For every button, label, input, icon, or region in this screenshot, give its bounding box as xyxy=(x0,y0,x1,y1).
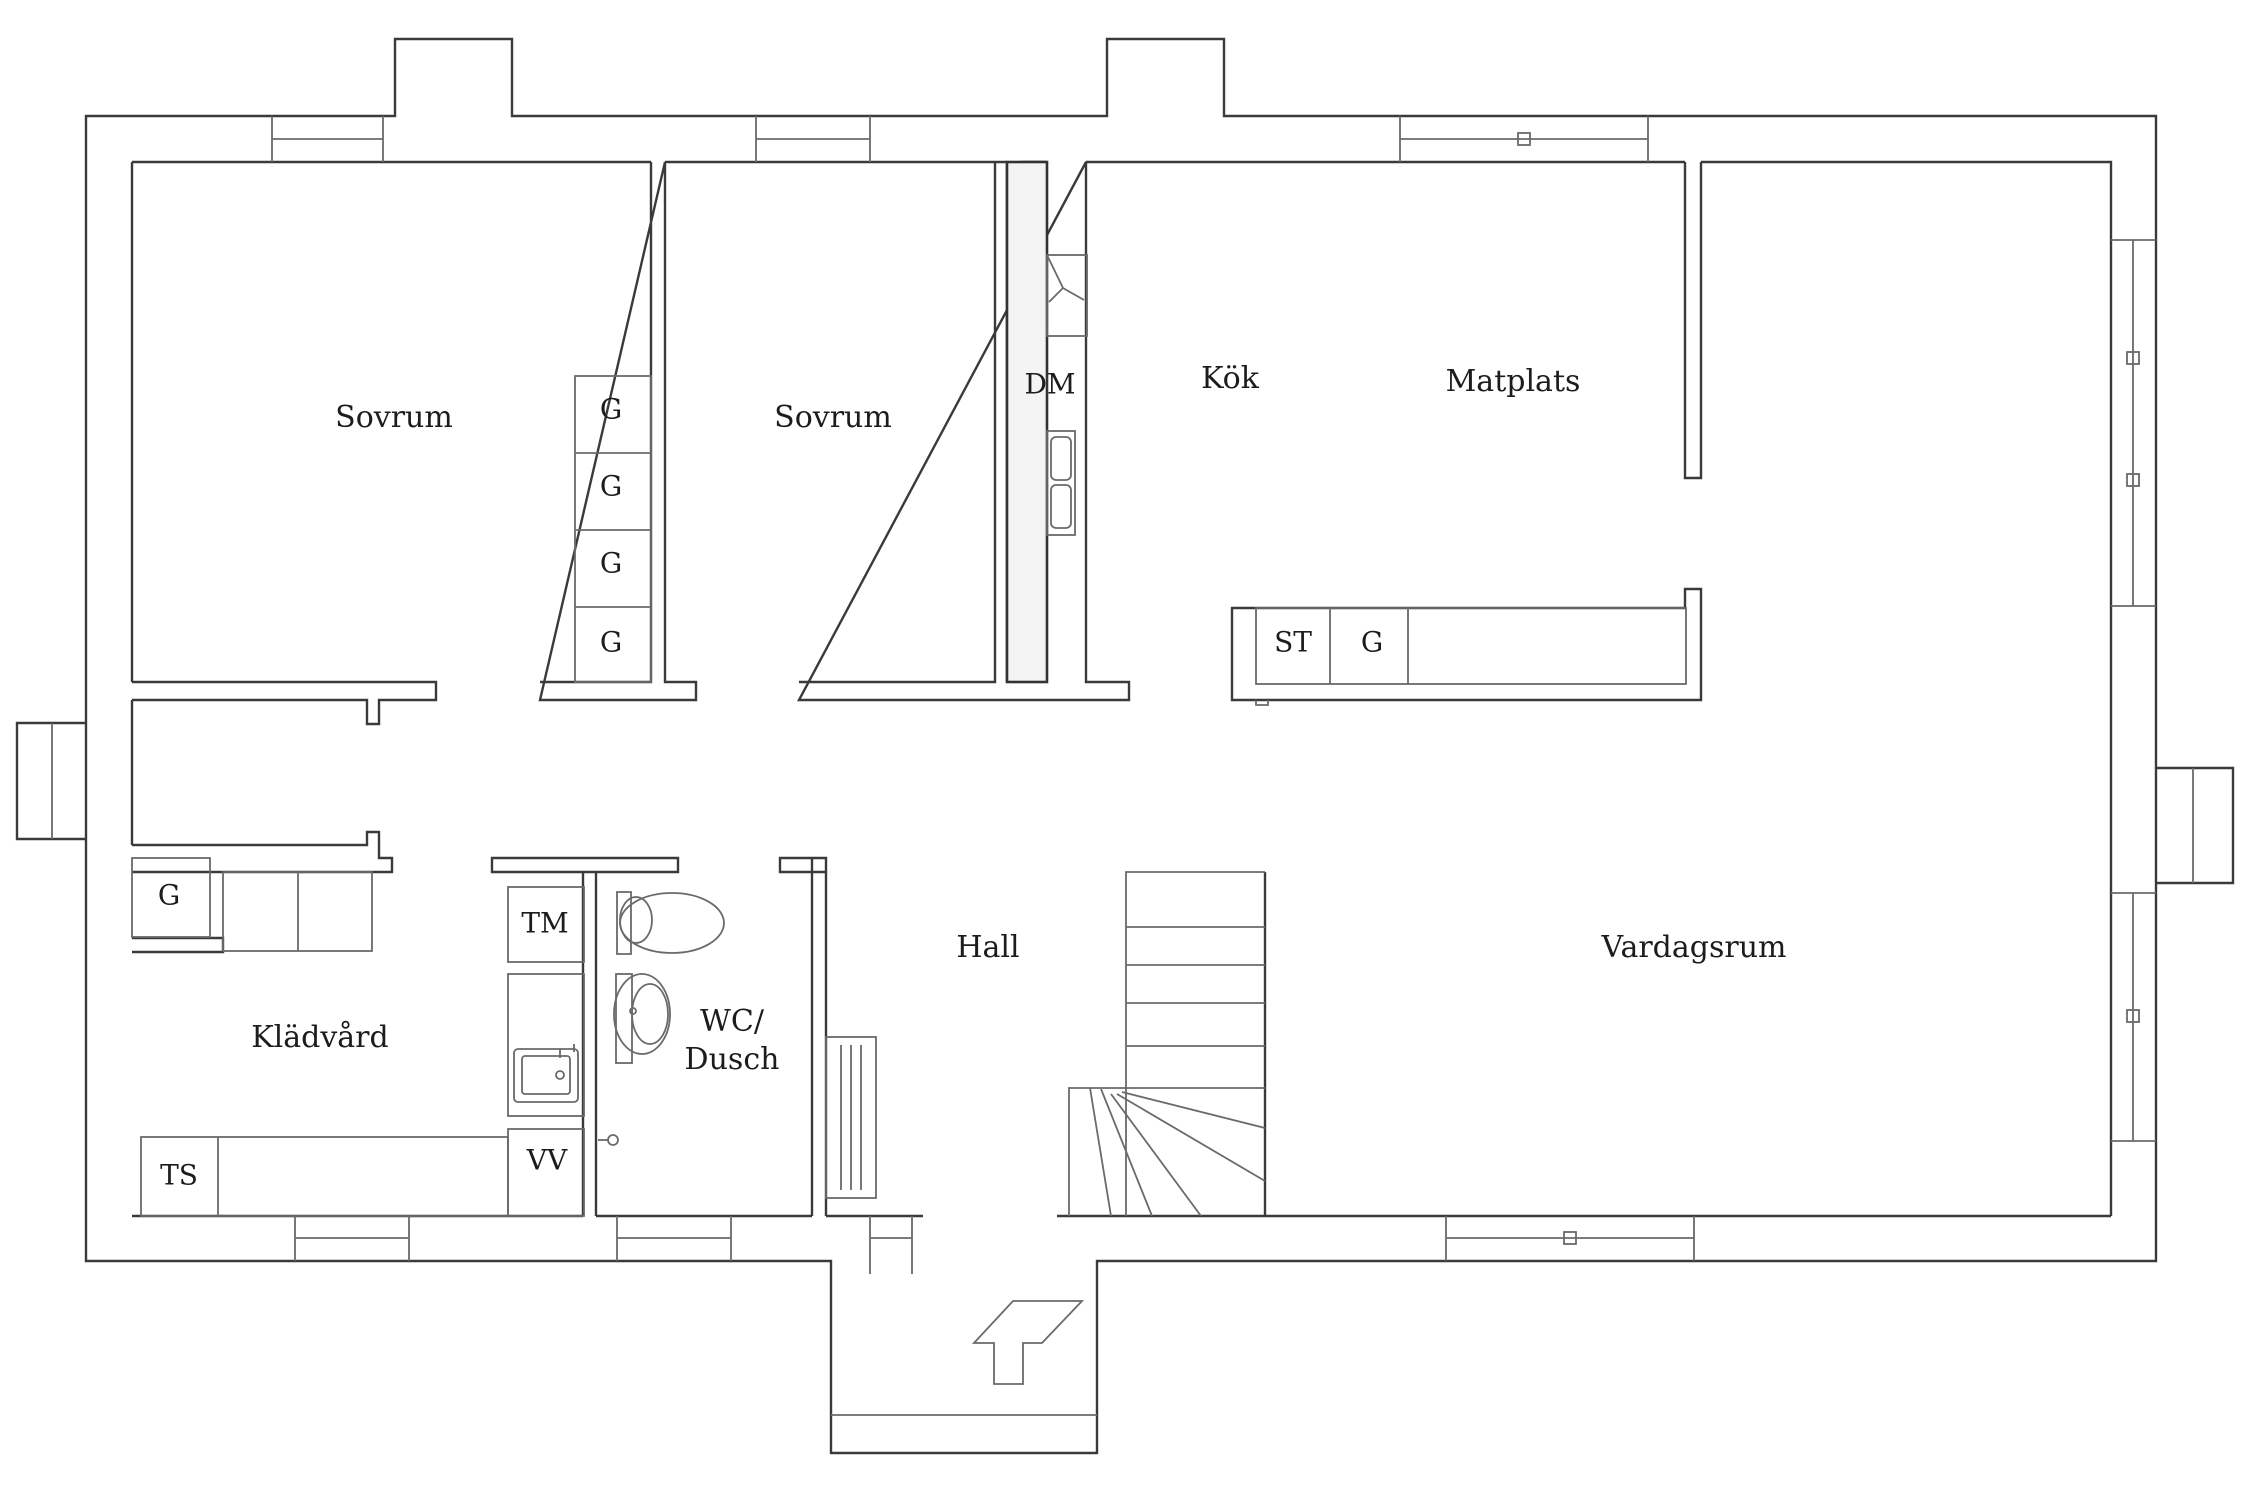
staircase-icon xyxy=(1068,871,1266,1217)
utility-sink-icon xyxy=(513,1044,579,1103)
room-labels: Sovrum Sovrum Kök Matplats Hall Vardagsr… xyxy=(251,361,1786,1077)
fixtures xyxy=(131,160,1687,1385)
washing-machine-label: TS xyxy=(160,1159,198,1192)
radiator-icon xyxy=(825,1036,877,1199)
wardrobe-label: G xyxy=(600,393,622,426)
wardrobe-label: G xyxy=(1361,626,1383,659)
room-label-bedroom-left: Sovrum xyxy=(335,400,453,435)
exterior-walls xyxy=(84,37,2158,1455)
kitchen-sink-icon xyxy=(1046,430,1076,536)
wardrobe-label: G xyxy=(600,470,622,503)
room-label-hall: Hall xyxy=(956,930,1019,965)
fixture-labels: G G G G DM ST G G TM TS VV xyxy=(158,368,1383,1192)
room-label-living-room: Vardagsrum xyxy=(1601,930,1787,965)
tumble-dryer-label: TM xyxy=(521,907,568,940)
wardrobe-column xyxy=(574,375,652,683)
dishwasher-door-icon xyxy=(1046,254,1085,303)
shower-mixer-icon xyxy=(598,1134,619,1146)
toilet-icon xyxy=(616,891,725,955)
kitchen-counter xyxy=(1005,160,1049,684)
wardrobe-label: G xyxy=(158,879,180,912)
room-label-laundry: Klädvård xyxy=(251,1020,388,1055)
room-label-kitchen: Kök xyxy=(1201,361,1260,396)
washbasin-icon xyxy=(613,973,671,1064)
entrance-arrow-icon xyxy=(971,1300,1085,1385)
room-label-shower: Dusch xyxy=(685,1042,780,1077)
wardrobe-label: G xyxy=(600,547,622,580)
tall-cabinet-label: ST xyxy=(1274,626,1312,659)
room-label-bedroom-middle: Sovrum xyxy=(774,400,892,435)
side-doors xyxy=(15,721,2235,885)
wardrobe-label: G xyxy=(600,626,622,659)
interior-walls xyxy=(132,161,1703,1216)
dishwasher-label: DM xyxy=(1024,368,1075,401)
water-heater-label: VV xyxy=(526,1144,568,1177)
room-label-dining: Matplats xyxy=(1446,364,1581,399)
room-label-wc: WC/ xyxy=(700,1004,765,1039)
windows xyxy=(271,116,2156,1274)
